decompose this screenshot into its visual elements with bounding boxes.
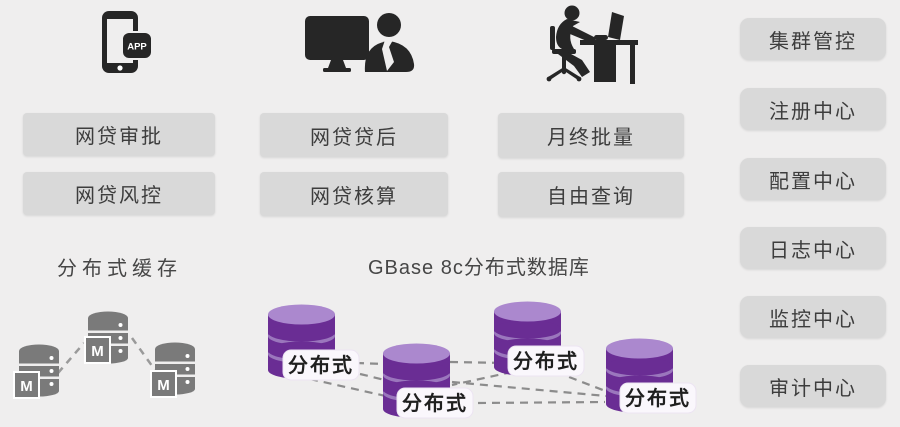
app-button-free-query[interactable]: 自由查询 [498,172,684,217]
app-button-monthly-batch[interactable]: 月终批量 [498,113,684,158]
master-badge: M [13,371,40,399]
service-monitor-center[interactable]: 监控中心 [740,296,886,338]
service-log-center[interactable]: 日志中心 [740,227,886,269]
app-button-accounting[interactable]: 网贷核算 [260,172,448,216]
mobile-app-icon: APP [102,11,153,73]
database-cluster-title: GBase 8c分布式数据库 [368,257,590,279]
teller-monitor-icon [305,13,415,72]
svg-text:M: M [91,343,104,360]
app-badge-label: APP [127,42,147,53]
svg-text:分布式: 分布式 [625,386,691,410]
distributed-node-label: 分布式 [619,382,697,414]
db-mesh-lines [309,360,609,405]
distributed-node-label: 分布式 [507,345,585,377]
analyst-desk-icon [546,5,638,84]
cache-cluster-title: 分布式缓存 [57,258,182,280]
service-config-center[interactable]: 配置中心 [740,158,886,200]
distributed-node-label: 分布式 [396,387,474,419]
svg-text:分布式: 分布式 [402,391,468,415]
cache-link-lines [57,337,157,374]
svg-text:M: M [157,377,170,394]
svg-text:分布式: 分布式 [513,349,579,373]
master-badge: M [84,336,111,364]
svg-text:分布式: 分布式 [288,353,354,377]
service-cluster-management[interactable]: 集群管控 [740,18,886,60]
gbase-cluster-diagram: 分布式 分布式 分布式 分布式 [268,301,697,419]
app-button-risk-control[interactable]: 网贷风控 [23,172,215,215]
master-badge: M [150,370,177,398]
app-button-post-loan[interactable]: 网贷贷后 [260,113,448,157]
app-button-loan-approval[interactable]: 网贷审批 [23,113,215,156]
service-registry-center[interactable]: 注册中心 [740,88,886,130]
service-audit-center[interactable]: 审计中心 [740,365,886,407]
svg-text:M: M [20,378,33,395]
distributed-node-label: 分布式 [282,349,360,381]
cache-cluster-diagram: M M M [13,311,195,399]
